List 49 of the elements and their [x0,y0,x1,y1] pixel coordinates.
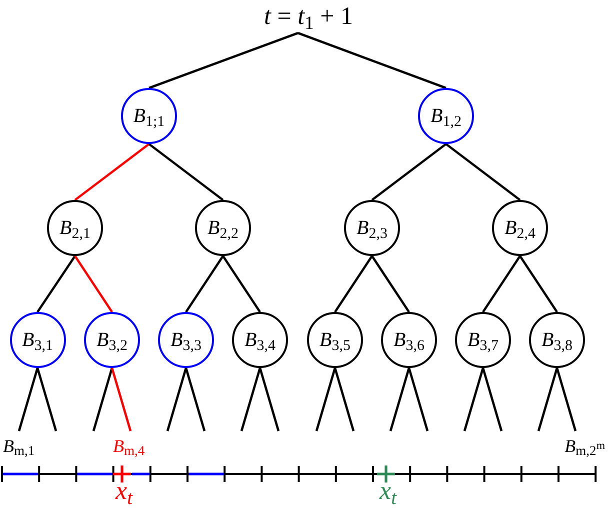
branch-line [463,368,484,432]
node-label: B$_{3,2}$ [96,330,128,350]
node-label: B$_{1,2}$ [430,106,462,126]
tree-edge [298,32,446,90]
branch-line [482,368,503,432]
branch-line [408,368,429,432]
node-label: B$_{2,4}$ [504,218,536,238]
node-label: B$_{3,8}$ [542,330,572,350]
branch-line [240,368,262,432]
node-label: B$_{3,4}$ [244,330,276,350]
tree-edge [371,143,447,201]
tree-edge [185,255,224,313]
tree-edge [371,255,410,313]
node-label: B$_{3,1}$ [22,330,53,350]
branch-line [537,368,558,432]
branch-line [556,368,577,432]
interval-label: B$_{m,4}$ [113,437,145,455]
tree-edge [519,255,558,313]
branch-line [18,368,39,432]
point-label: x$_{t}$ [380,478,396,504]
tree-edge [36,255,76,313]
branch-line [166,368,188,432]
branch-line [334,368,355,432]
node-label: B$_{2,1}$ [60,218,90,238]
tree-edge [148,143,224,201]
node-label: B$_{3,3}$ [170,330,202,350]
node-label: B$_{1;1}$ [133,106,165,126]
branch-line [110,368,132,432]
branch-line [389,368,410,432]
interval-label: B$_{m,1}$ [3,437,35,455]
branch-line [36,368,58,432]
branch-line [184,368,206,432]
branch-line [92,368,114,432]
node-label: B$_{3,6}$ [394,330,424,350]
branch-line [258,368,280,432]
tree-edge [222,255,261,313]
tree-edge [74,143,150,201]
node-label: B$_{2,2}$ [208,218,238,238]
node-label: B$_{3,5}$ [320,330,350,350]
root-formula: t = t$_{1}$ + 1 [264,1,353,33]
node-label: B$_{2,3}$ [356,218,388,238]
tree-edge [148,32,298,90]
node-label: B$_{3,7}$ [468,330,498,350]
tree-edge [334,255,373,313]
point-label: x$_{t}$ [116,478,132,504]
tree-edge [482,255,521,313]
tree-edge [445,143,521,201]
branch-line [315,368,336,432]
tree-edge [74,255,113,313]
